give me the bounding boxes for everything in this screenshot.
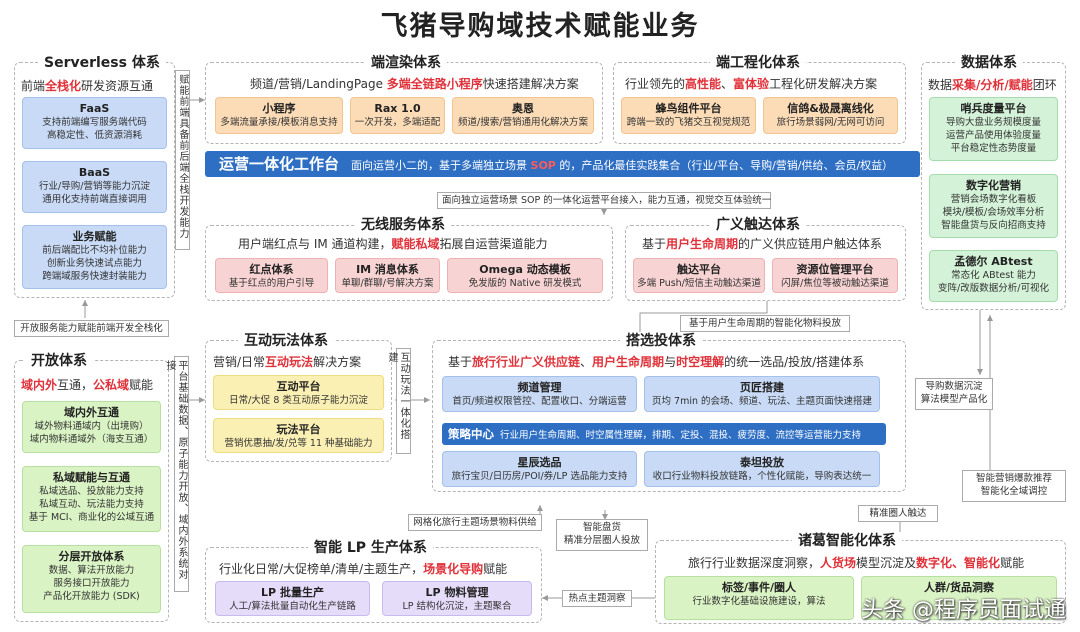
private-domain-box: 私域赋能与互通 私域选品、投放能力支持私域互动、玩法能力支持基于 MCI、商业化… (22, 466, 161, 532)
smart-material-label: 基于用户生命周期的智能化物料投放 (680, 315, 850, 332)
render-title: 端渲染体系 (365, 54, 447, 72)
precise-reach-label: 精准圈人触达 (858, 505, 938, 522)
data-subtitle: 数据采集/分析/赋能团环 (928, 78, 1057, 92)
touch-platform-box: 触达平台多端 Push/短信主动触达渠道 (633, 258, 765, 293)
platform-vertical-label: 平台基础数据、原子能力开放、域内外系统对接 (164, 356, 189, 592)
open-service-label: 开放服务能力赋能前端开发全栈化 (14, 320, 169, 337)
shopping-data-label: 导购数据沉淀算法模型产品化 (915, 378, 993, 410)
ops-workbench-banner: 运营一体化工作台面向运营小二的，基于多端独立场景 SOP 的，产品化最佳实践集合… (205, 151, 920, 177)
grid-supply-label: 网格化旅行主题场景物料供给 (408, 514, 542, 531)
tag-event-box: 标签/事件/圈人行业数字化基础设施建设，算法 (664, 576, 854, 620)
page-title: 飞猪导购域技术赋能业务 (380, 11, 700, 42)
bird-component-box: 蜂鸟组件平台跨端一致的飞猪交互视觉规范 (621, 97, 756, 134)
faas-box: FaaS 支持前端编写服务端代码高稳定性、低资源消耗 (22, 97, 167, 149)
wireless-title: 无线服务体系 (355, 216, 451, 234)
miniprogram-box: 小程序多端流量承接/模板消息支持 (215, 97, 343, 134)
zhuge-title: 诸葛智能化体系 (792, 532, 902, 550)
red-dot-box: 红点体系基于红点的用户引导 (215, 258, 328, 293)
layered-open-box: 分层开放体系 数据、算法开放能力服务接口开放能力产品化开放能力 (SDK) (22, 545, 161, 613)
lp-subtitle: 行业化日常/大促榜单/清单/主题生产，场景化导购赋能 (219, 562, 508, 576)
reach-subtitle: 基于用户生命周期的广义供应链用户触达体系 (642, 237, 883, 251)
interactive-title: 互动玩法体系 (238, 332, 334, 350)
interactive-vertical-label: 互动玩法一体化搭建 (386, 348, 411, 454)
wireless-subtitle: 用户端红点与 IM 通道构建，赋能私域拓展自运营渠道能力 (238, 237, 548, 251)
star-selection-box: 星辰选品旅行宝贝/日历房/POI/券/LP 选品能力支持 (442, 451, 637, 487)
selection-subtitle: 基于旅行行业广义供应链、用户生命周期与时空理解的统一选品/投放/搭建体系 (448, 355, 865, 369)
interactive-subtitle: 营销/日常互动玩法解决方案 (213, 355, 362, 369)
selection-title: 搭选投体系 (620, 332, 702, 350)
watermark: 头条 @程序员面试通 (861, 598, 1066, 623)
open-title: 开放体系 (25, 352, 93, 370)
left-vertical-label: 赋能前端具备前后端全栈开发能力 (175, 70, 190, 250)
engineering-title: 端工程化体系 (710, 54, 806, 72)
baas-box: BaaS 行业/导购/营销等能力沉淀通用化支持前端直接调用 (22, 161, 167, 213)
channel-manage-box: 频道管理首页/频道权限管控、配置收口、分端运营 (442, 376, 637, 412)
interactive-platform-box: 互动平台日常/大促 8 类互动原子能力沉淀 (213, 375, 384, 410)
zhuge-subtitle: 旅行行业数据深度洞察，人货场模型沉淀及数字化、智能化赋能 (688, 556, 1025, 570)
arrow-smart-material (637, 300, 768, 338)
lp-batch-box: LP 批量生产人工/算法批量自动化生产链路 (215, 581, 370, 616)
strategy-center-banner: 策略中心行业用户生命周期、时空属性理解，排期、定投、混投、疲劳度、流控等运营能力… (442, 423, 886, 445)
smart-marketing-label: 智能营销爆款推荐智能化全域调控 (962, 470, 1066, 502)
serverless-title: Serverless 体系 (38, 54, 166, 72)
page-builder-box: 页匠搭建页均 7min 的会场、频道、玩法、主题页面快速搭建 (644, 376, 880, 412)
reach-title: 广义触达体系 (710, 216, 806, 234)
open-subtitle: 域内外互通，公私域赋能 (21, 378, 154, 392)
data-title: 数据体系 (955, 54, 1023, 72)
abtest-box: 孟德尔 ABtest 常态化 ABtest 能力变阵/改版数据分析/可视化 (929, 250, 1058, 302)
smart-goods-label: 智能盘货精准分层圈人投放 (556, 519, 648, 551)
xinge-offline-box: 信鸽&极晟离线化旅行场景弱网/无网可访问 (763, 97, 898, 134)
aoen-box: 奥恩频道/搜索/营销通用化解决方案 (452, 97, 594, 134)
render-subtitle: 频道/营销/LandingPage 多端全链路小程序快速搭建解决方案 (250, 77, 579, 91)
ops-access-label: 面向独立运营场景 SOP 的一体化运营平台接入，能力互通，视觉交互体验统一 (437, 192, 771, 209)
sentinel-box: 哨兵度量平台 导购大盘业务规模度量运营产品使用体验度量平台稳定性态势度量 (929, 97, 1058, 161)
serverless-subtitle: 前端全栈化研发资源互通 (21, 79, 154, 93)
hot-topic-label: 热点主题洞察 (562, 590, 632, 607)
inout-box: 域内外互通 域外物料通域内（出境购）域内物料通域外（海支互通） (22, 401, 161, 453)
omega-template-box: Omega 动态模板免发版的 Native 研发模式 (447, 258, 603, 293)
resource-slot-box: 资源位管理平台闪屏/焦位等被动触达渠道 (772, 258, 898, 293)
lp-title: 智能 LP 生产体系 (308, 539, 433, 557)
crowd-goods-box: 人群/货品洞察 (861, 576, 1057, 620)
play-platform-box: 玩法平台营销优惠抽/发/兑等 11 种基础能力 (213, 418, 384, 453)
digital-marketing-box: 数字化营销 营销会场数字化看板模块/模板/会场效率分析智能盘货与反向招商支持 (929, 174, 1058, 238)
titan-delivery-box: 泰坦投放收口行业物料投放链路，个性化赋能，导购表达统一 (644, 451, 880, 487)
engineering-subtitle: 行业领先的高性能、富体验工程化研发解决方案 (625, 77, 878, 91)
biz-enable-box: 业务赋能 前后端配比不均补位能力创新业务快速试点能力跨端域服务快速封装能力 (22, 225, 167, 289)
im-message-box: IM 消息体系单聊/群聊/号解决方案 (335, 258, 440, 293)
